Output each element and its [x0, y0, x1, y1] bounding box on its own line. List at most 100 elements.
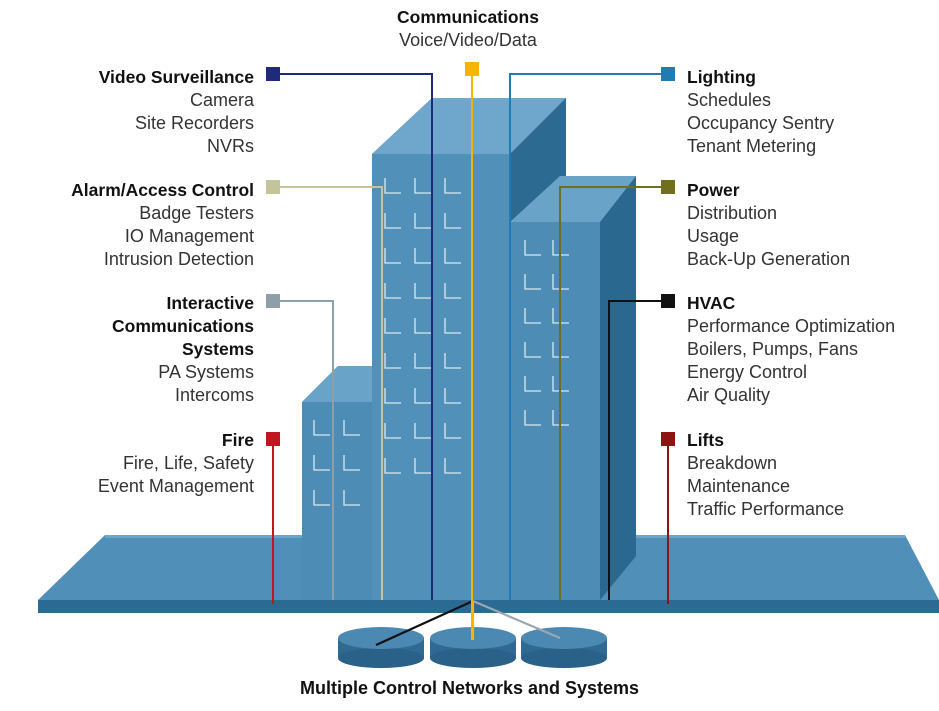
- alarm-access-item: IO Management: [124, 226, 254, 246]
- fire-item: Event Management: [97, 476, 254, 496]
- video-surveillance-item: Site Recorders: [134, 113, 254, 133]
- network-disk-right: [521, 627, 607, 668]
- network-disk-left: [338, 627, 424, 668]
- video-surveillance-square-marker-icon: [266, 67, 280, 81]
- alarm-access-square-marker-icon: [266, 180, 280, 194]
- window: [384, 388, 401, 404]
- window: [444, 248, 461, 264]
- power-item: Usage: [687, 226, 740, 246]
- lifts-item: Traffic Performance: [687, 499, 845, 519]
- interactive-comms-title: Communications: [112, 316, 254, 336]
- window: [552, 274, 569, 290]
- fire-label: Fire Fire, Life, Safety Event Management: [98, 429, 254, 498]
- communications-item: Voice/Video/Data: [399, 30, 537, 50]
- interactive-comms-connector-line: [273, 300, 334, 600]
- communications-label: Communications Voice/Video/Data: [368, 6, 568, 52]
- hvac-label: HVAC Performance Optimization Boilers, P…: [687, 292, 895, 407]
- lifts-title: Lifts: [687, 430, 724, 450]
- fire-item: Fire, Life, Safety: [122, 453, 254, 473]
- window: [414, 213, 431, 229]
- window: [552, 376, 569, 392]
- window: [384, 213, 401, 229]
- window: [524, 308, 541, 324]
- window: [552, 308, 569, 324]
- lighting-item: Schedules: [687, 90, 772, 110]
- alarm-access-title: Alarm/Access Control: [71, 180, 254, 200]
- video-surveillance-label: Video Surveillance Camera Site Recorders…: [99, 66, 254, 158]
- lighting-connector-line: [509, 73, 668, 600]
- lighting-label: Lighting Schedules Occupancy Sentry Tena…: [687, 66, 834, 158]
- lighting-square-marker-icon: [661, 67, 675, 81]
- window: [444, 423, 461, 439]
- alarm-access-item: Intrusion Detection: [103, 249, 254, 269]
- lifts-square-marker-icon: [661, 432, 675, 446]
- lighting-item: Occupancy Sentry: [687, 113, 835, 133]
- window: [313, 490, 330, 506]
- window: [313, 455, 330, 471]
- video-surveillance-item: Camera: [189, 90, 254, 110]
- lifts-item: Breakdown: [687, 453, 778, 473]
- footer-title: Multiple Control Networks and Systems: [299, 678, 640, 698]
- window: [524, 274, 541, 290]
- window: [343, 490, 360, 506]
- window: [524, 376, 541, 392]
- window: [552, 342, 569, 358]
- window: [414, 318, 431, 334]
- power-title: Power: [687, 180, 740, 200]
- window: [384, 458, 401, 474]
- hvac-connector-line: [608, 300, 668, 600]
- left-building: [302, 366, 376, 600]
- hvac-title: HVAC: [687, 293, 736, 313]
- window: [524, 410, 541, 426]
- window: [414, 178, 431, 194]
- interactive-comms-item: Intercoms: [174, 385, 254, 405]
- window: [552, 410, 569, 426]
- fire-square-marker-icon: [266, 432, 280, 446]
- window: [444, 283, 461, 299]
- right-building: [510, 176, 636, 600]
- interactive-comms-square-marker-icon: [266, 294, 280, 308]
- window: [313, 420, 330, 436]
- window: [384, 423, 401, 439]
- window: [444, 353, 461, 369]
- hvac-item: Boilers, Pumps, Fans: [687, 339, 859, 359]
- communications-title: Communications: [397, 7, 539, 27]
- window: [343, 455, 360, 471]
- window: [524, 240, 541, 256]
- hvac-item: Performance Optimization: [687, 316, 896, 336]
- video-surveillance-connector-line: [273, 73, 433, 600]
- fire-title: Fire: [221, 430, 254, 450]
- alarm-access-label: Alarm/Access Control Badge Testers IO Ma…: [71, 179, 254, 271]
- power-item: Distribution: [687, 203, 778, 223]
- interactive-comms-item: PA Systems: [158, 362, 254, 382]
- lifts-label: Lifts Breakdown Maintenance Traffic Perf…: [687, 429, 844, 521]
- window: [384, 178, 401, 194]
- power-square-marker-icon: [661, 180, 675, 194]
- window: [524, 342, 541, 358]
- system-connector-lines: [266, 62, 675, 640]
- window: [414, 388, 431, 404]
- power-item: Back-Up Generation: [687, 249, 851, 269]
- interactive-comms-label: Interactive Communications Systems PA Sy…: [112, 292, 254, 407]
- interactive-comms-title: Interactive: [166, 293, 254, 313]
- window: [552, 240, 569, 256]
- window: [414, 283, 431, 299]
- window: [414, 248, 431, 264]
- lighting-title: Lighting: [687, 67, 757, 87]
- window: [444, 458, 461, 474]
- window: [384, 318, 401, 334]
- window: [444, 213, 461, 229]
- communications-square-marker-icon: [465, 62, 479, 76]
- network-disk-center: [430, 627, 516, 668]
- power-label: Power Distribution Usage Back-Up Generat…: [687, 179, 850, 271]
- window: [444, 318, 461, 334]
- window: [384, 353, 401, 369]
- lighting-item: Tenant Metering: [687, 136, 817, 156]
- hvac-square-marker-icon: [661, 294, 675, 308]
- video-surveillance-title: Video Surveillance: [98, 67, 254, 87]
- alarm-access-connector-line: [273, 186, 383, 600]
- hvac-item: Energy Control: [687, 362, 808, 382]
- window: [414, 458, 431, 474]
- window: [444, 388, 461, 404]
